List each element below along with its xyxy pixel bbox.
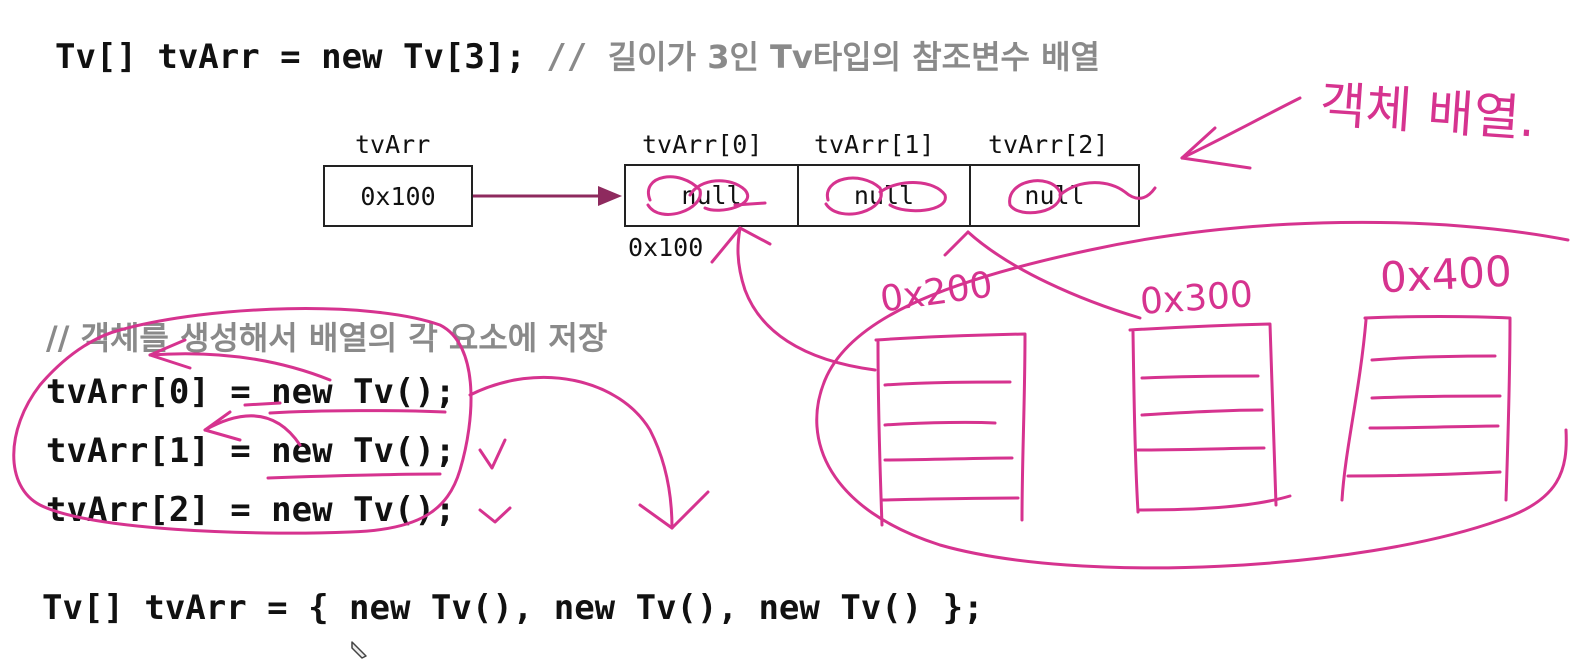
- curve-arrow-icon: [468, 375, 710, 530]
- declaration-code: Tv[] tvArr = new Tv[3];: [55, 37, 526, 77]
- tv-object-0: [874, 332, 1027, 527]
- handwritten-object-array-note: 객체 배열.: [1317, 75, 1538, 149]
- assign-line-2: tvArr[2] = new Tv();: [46, 490, 456, 530]
- array-label-1: tvArr[1]: [814, 130, 935, 159]
- tv-object-2: [1340, 315, 1512, 502]
- array-label-2: tvArr[2]: [988, 130, 1109, 159]
- array-declaration-line: Tv[] tvArr = new Tv[3]; // 길이가 3인 Tv타입의 …: [55, 32, 1100, 78]
- array-cell-1: null: [797, 166, 969, 225]
- assign-line-1: tvArr[1] = new Tv();: [46, 431, 456, 471]
- array-value-1: null: [853, 181, 915, 210]
- tv-object-1: [1128, 322, 1292, 514]
- array-label-0: tvArr[0]: [642, 130, 763, 159]
- array-cell-2: null: [969, 166, 1138, 225]
- reference-variable-box: 0x100: [323, 165, 473, 227]
- handwritten-address-0: 0x200: [877, 264, 996, 321]
- var-value: 0x100: [360, 181, 436, 211]
- creation-comment: // 객체를 생성해서 배열의 각 요소에 저장: [46, 319, 608, 357]
- assign-line-0: tvArr[0] = new Tv();: [46, 372, 456, 412]
- array-cell-0: null: [626, 166, 797, 225]
- note-arrow-icon: [1180, 96, 1302, 170]
- declaration-comment: 길이가 3인 Tv타입의 참조변수 배열: [607, 38, 1100, 76]
- object0-to-cell0-arrow: [710, 226, 877, 372]
- array-value-2: null: [1024, 181, 1085, 210]
- handwritten-address-2: 0x400: [1378, 246, 1513, 303]
- var-label: tvArr: [355, 130, 431, 159]
- comment-slashes: //: [546, 37, 588, 77]
- array-address: 0x100: [628, 233, 704, 262]
- handwritten-address-1: 0x300: [1138, 274, 1255, 323]
- cursor-icon: [351, 641, 367, 659]
- array-value-0: null: [681, 181, 742, 210]
- array-box: null null null: [624, 164, 1140, 227]
- reference-arrow: [473, 186, 622, 206]
- check-mark-icons: [478, 438, 512, 524]
- array-initializer-line: Tv[] tvArr = { new Tv(), new Tv(), new T…: [42, 588, 984, 628]
